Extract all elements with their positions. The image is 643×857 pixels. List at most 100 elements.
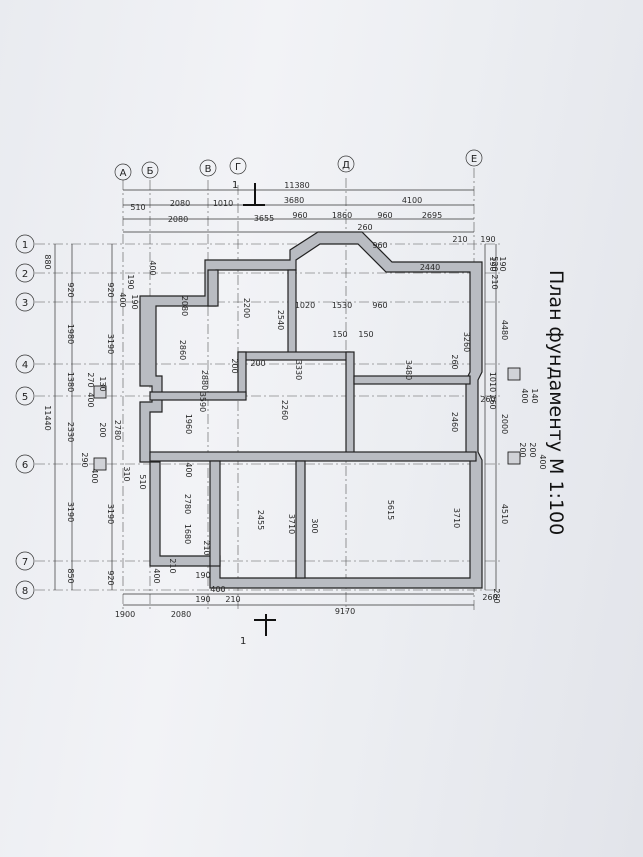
dim-text: 3190: [106, 504, 115, 524]
dim-text: 1010: [213, 199, 233, 208]
column-pier: [93, 457, 107, 471]
dim-text: 1860: [332, 211, 352, 220]
dim-text: 2860: [178, 340, 187, 360]
dim-text: 960: [292, 211, 307, 220]
dim-text: 4480: [500, 320, 509, 340]
dim-text: 4100: [402, 196, 422, 205]
axis-bubble-2: 2: [15, 263, 35, 283]
dim-text: 3710: [452, 508, 461, 528]
interior-wall: [149, 451, 477, 462]
dim-text: 11440: [43, 405, 52, 430]
dim-text: 3590: [198, 392, 207, 412]
section-label-top: 1: [232, 180, 238, 191]
dim-text: 190: [195, 595, 210, 604]
dim-text: 1900: [115, 610, 135, 619]
interior-wall: [295, 460, 306, 579]
interior-wall: [287, 269, 297, 355]
dim-text: 5615: [386, 500, 395, 520]
dim-text: 3190: [106, 334, 115, 354]
dim-text: 1980: [66, 324, 75, 344]
axis-bubble-d: Д: [337, 155, 355, 173]
dim-text: 960: [372, 241, 387, 250]
axis-label: 2: [22, 269, 28, 280]
axis-bubble-e: Е: [465, 149, 483, 167]
axis-bubble-b: Б: [141, 161, 159, 179]
dim-text: 2880: [200, 370, 209, 390]
dim-text: 260: [450, 354, 459, 369]
dim-text: 2455: [256, 510, 265, 530]
dim-text: 260: [480, 395, 495, 404]
axis-label: В: [205, 164, 212, 175]
dim-text: 1020: [295, 301, 315, 310]
section-label-bottom: 1: [240, 636, 246, 647]
axis-label: А: [120, 168, 127, 179]
dim-text: 3260: [462, 332, 471, 352]
dim-text: 880: [43, 254, 52, 269]
axis-label: 7: [22, 557, 28, 568]
dim-text: 2330: [66, 422, 75, 442]
dim-text: 2000: [500, 414, 509, 434]
axis-label: 6: [22, 460, 28, 471]
axis-label: 5: [22, 392, 28, 403]
dim-text: 190: [488, 256, 497, 271]
dim-text: 200: [98, 422, 107, 437]
interior-wall: [149, 391, 247, 401]
axis-label: Д: [342, 160, 350, 171]
dim-text: 2200: [242, 298, 251, 318]
axis-bubble-5: 5: [15, 386, 35, 406]
dim-text: 190: [498, 256, 507, 271]
dim-text: 210: [452, 235, 467, 244]
dim-text: 960: [377, 211, 392, 220]
dim-text: 9170: [335, 607, 355, 616]
dim-text: 400: [210, 585, 225, 594]
dim-text: 2780: [183, 494, 192, 514]
dim-text: 300: [310, 518, 319, 533]
dim-text: 290: [80, 452, 89, 467]
dim-text: 2080: [180, 296, 189, 316]
dim-text: 210: [225, 595, 240, 604]
dim-text: 400: [90, 468, 99, 483]
dim-text: 200: [230, 358, 239, 373]
axis-bubble-6: 6: [15, 454, 35, 474]
axis-bubble-1: 1: [15, 234, 35, 254]
interior-wall: [353, 375, 471, 385]
axis-bubble-7: 7: [15, 551, 35, 571]
dim-text: 260: [488, 394, 497, 409]
dim-text: 960: [372, 301, 387, 310]
axis-bubble-3: 3: [15, 292, 35, 312]
dim-text: 190: [480, 235, 495, 244]
dim-text: 210: [202, 540, 211, 555]
dim-text: 400: [520, 388, 529, 403]
dim-text: 920: [106, 282, 115, 297]
dim-text: 2695: [422, 211, 442, 220]
dim-text: 400: [152, 568, 161, 583]
dim-text: 140: [530, 388, 539, 403]
interior-wall: [209, 460, 221, 567]
dim-text: 190: [126, 274, 135, 289]
dim-text: 400: [148, 260, 157, 275]
dim-text: 4510: [500, 504, 509, 524]
dim-text: 850: [66, 568, 75, 583]
axis-label: 8: [22, 586, 28, 597]
dim-text: 3330: [294, 360, 303, 380]
dim-text: 1530: [332, 301, 352, 310]
dim-text: 2540: [276, 310, 285, 330]
axis-label: 1: [22, 240, 28, 251]
dim-text: 3680: [284, 196, 304, 205]
dim-text: 400: [118, 292, 127, 307]
dim-text: 280: [492, 588, 501, 603]
axis-label: Г: [235, 162, 241, 173]
dim-text: 260: [357, 223, 372, 232]
dim-text: 260: [482, 593, 497, 602]
dim-text: 11380: [284, 181, 309, 190]
dim-text: 150: [358, 330, 373, 339]
dim-text: 1960: [184, 414, 193, 434]
dim-text: 520: [490, 256, 499, 271]
axis-bubble-4: 4: [15, 354, 35, 374]
dim-text: 150: [332, 330, 347, 339]
dim-text: 2460: [450, 412, 459, 432]
dim-text: 2080: [168, 215, 188, 224]
dim-text: 200: [518, 442, 527, 457]
